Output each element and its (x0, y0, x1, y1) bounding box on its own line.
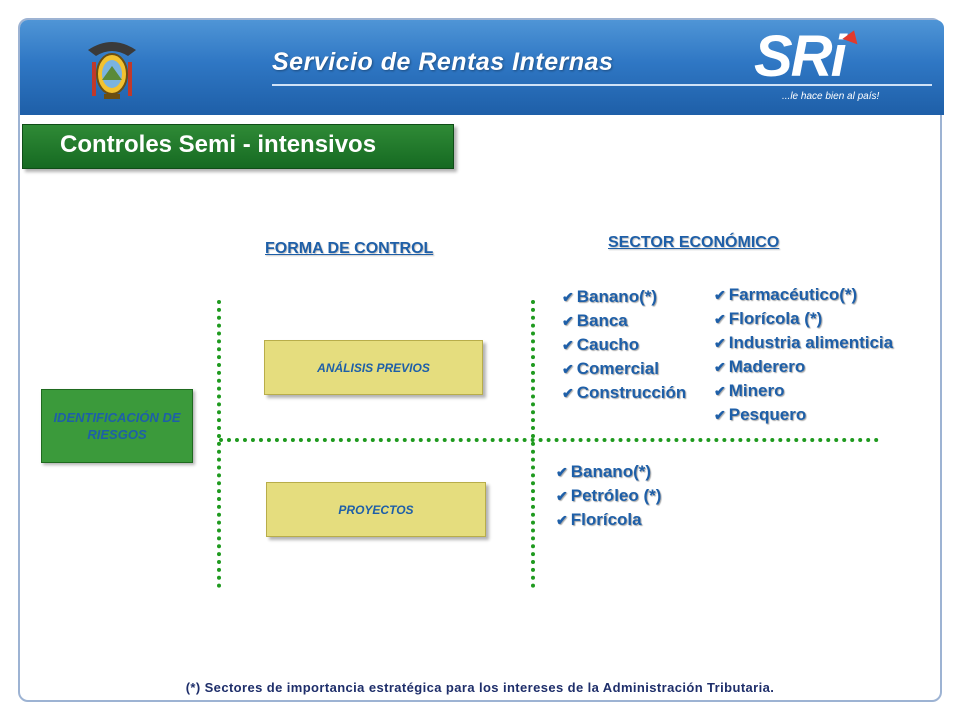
check-icon: ✔ (714, 383, 726, 399)
logo-tagline: ...le hace bien al país! (782, 91, 880, 102)
list-item: ✔Banano(*) (556, 462, 652, 481)
check-icon: ✔ (562, 337, 574, 353)
sector-list-analisis-2: ✔Farmacéutico(*) ✔Florícola (*) ✔Industr… (714, 283, 893, 427)
proyectos-label: PROYECTOS (338, 502, 414, 517)
check-icon: ✔ (556, 488, 568, 504)
list-item: ✔Industria alimenticia (714, 333, 894, 352)
check-icon: ✔ (714, 407, 726, 423)
horizontal-divider (219, 438, 879, 442)
header-banner (20, 20, 944, 115)
footnote: (*) Sectores de importancia estratégica … (185, 680, 775, 695)
header-divider (272, 84, 932, 86)
check-icon: ✔ (556, 464, 568, 480)
list-item: ✔Farmacéutico(*) (714, 285, 858, 304)
list-item: ✔Petróleo (*) (556, 486, 662, 505)
analisis-previos-box: ANÁLISIS PREVIOS (264, 340, 483, 395)
check-icon: ✔ (562, 313, 574, 329)
list-item: ✔Minero (714, 381, 785, 400)
vertical-connector-left (217, 300, 221, 588)
list-item: ✔Banano(*) (562, 287, 658, 306)
list-item: ✔Maderero (714, 357, 806, 376)
list-item: ✔Construcción (562, 383, 687, 402)
list-item: ✔Caucho (562, 335, 640, 354)
list-item: ✔Banca (562, 311, 628, 330)
sri-logo: SRi (754, 24, 847, 89)
section-title: Controles Semi - intensivos (60, 131, 377, 158)
sector-list-proyectos: ✔Banano(*) ✔Petróleo (*) ✔Florícola (556, 460, 661, 532)
check-icon: ✔ (714, 359, 726, 375)
column-heading-sector: SECTOR ECONÓMICO (608, 234, 780, 251)
section-title-box (22, 124, 454, 169)
column-heading-forma: FORMA DE CONTROL (265, 240, 434, 257)
identificacion-riesgos-label: IDENTIFICACIÓN DE RIESGOS (53, 410, 181, 442)
list-item: ✔Florícola (556, 510, 642, 529)
check-icon: ✔ (714, 311, 726, 327)
list-item: ✔Pesquero (714, 405, 807, 424)
list-item: ✔Comercial (562, 359, 659, 378)
analisis-previos-label: ANÁLISIS PREVIOS (317, 360, 430, 375)
header-title: Servicio de Rentas Internas (272, 48, 614, 76)
sector-list-analisis-1: ✔Banano(*) ✔Banca ✔Caucho ✔Comercial ✔Co… (562, 285, 686, 405)
check-icon: ✔ (562, 289, 574, 305)
identificacion-riesgos-box: IDENTIFICACIÓN DE RIESGOS (41, 389, 193, 463)
check-icon: ✔ (714, 335, 726, 351)
check-icon: ✔ (562, 385, 574, 401)
check-icon: ✔ (714, 287, 726, 303)
list-item: ✔Florícola (*) (714, 309, 823, 328)
check-icon: ✔ (562, 361, 574, 377)
proyectos-box: PROYECTOS (266, 482, 486, 537)
check-icon: ✔ (556, 512, 568, 528)
ecuador-coat-of-arms-icon (88, 42, 136, 99)
vertical-connector-right (531, 300, 535, 588)
